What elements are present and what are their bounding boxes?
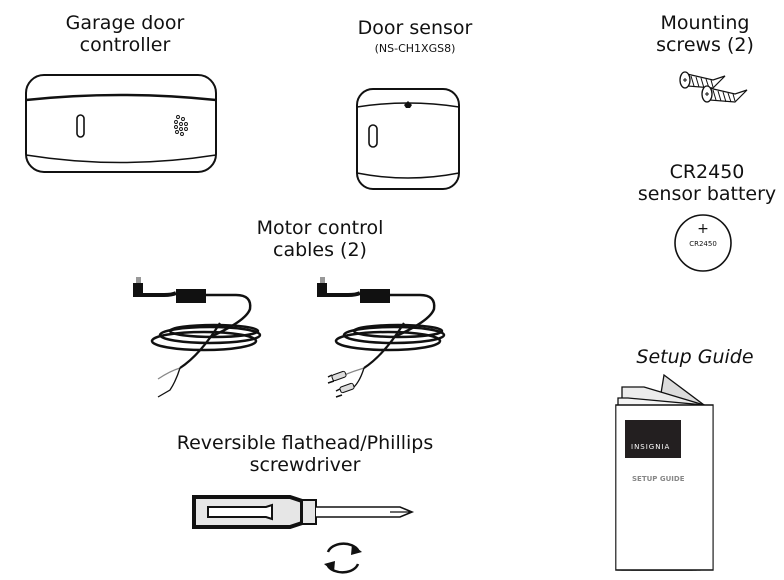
- reverse-rotation-icon: [324, 542, 362, 574]
- screwdriver-label-line1: Reversible flathead/Phillips: [176, 432, 434, 454]
- cables-label-line1: Motor control: [256, 217, 384, 239]
- motor-cable-spade-connector-illustration: [317, 277, 446, 398]
- screws-label-line2: screws (2): [656, 34, 754, 56]
- garage-door-controller-illustration: [25, 74, 217, 173]
- sensor-model: (NS-CH1XGS8): [374, 42, 456, 55]
- battery-label-line2: sensor battery: [637, 183, 777, 205]
- screws-label: Mounting screws (2): [630, 12, 780, 56]
- guide-brand-name: INSIGNIA: [631, 443, 671, 451]
- controller-label-line1: Garage door: [65, 12, 185, 34]
- controller-label-line2: controller: [79, 34, 171, 56]
- sensor-label: Door sensor: [330, 17, 500, 39]
- sensor-label-line1: Door sensor: [357, 17, 473, 39]
- sensor-logo-icon: [404, 101, 412, 108]
- battery-label-line1: CR2450: [669, 161, 745, 183]
- cables-label: Motor control cables (2): [235, 217, 405, 261]
- battery-plus-sign: +: [697, 221, 709, 237]
- guide-title: Setup Guide: [636, 346, 754, 368]
- battery-illustration: [674, 214, 732, 272]
- cables-label-line2: cables (2): [273, 239, 367, 261]
- sensor-button: [368, 124, 378, 148]
- controller-label: Garage door controller: [40, 12, 210, 56]
- guide-cover-text: SETUP GUIDE: [632, 475, 685, 483]
- controller-button: [76, 114, 85, 138]
- screwdriver-label: Reversible flathead/Phillips screwdriver: [160, 432, 450, 476]
- motor-cable-bare-wire-illustration: [133, 277, 262, 398]
- screwdriver-illustration: [192, 495, 415, 529]
- door-sensor-illustration: [356, 88, 460, 190]
- screws-label-line1: Mounting: [660, 12, 750, 34]
- guide-brand-block: INSIGNIA: [625, 420, 681, 458]
- battery-label: CR2450 sensor battery: [630, 161, 784, 205]
- screwdriver-label-line2: screwdriver: [249, 454, 361, 476]
- screw-icon: [701, 85, 748, 103]
- speaker-grille-icon: [174, 115, 188, 136]
- battery-marking: CR2450: [689, 240, 717, 248]
- mounting-screws-illustration: [679, 71, 748, 103]
- screw-icon: [679, 71, 726, 89]
